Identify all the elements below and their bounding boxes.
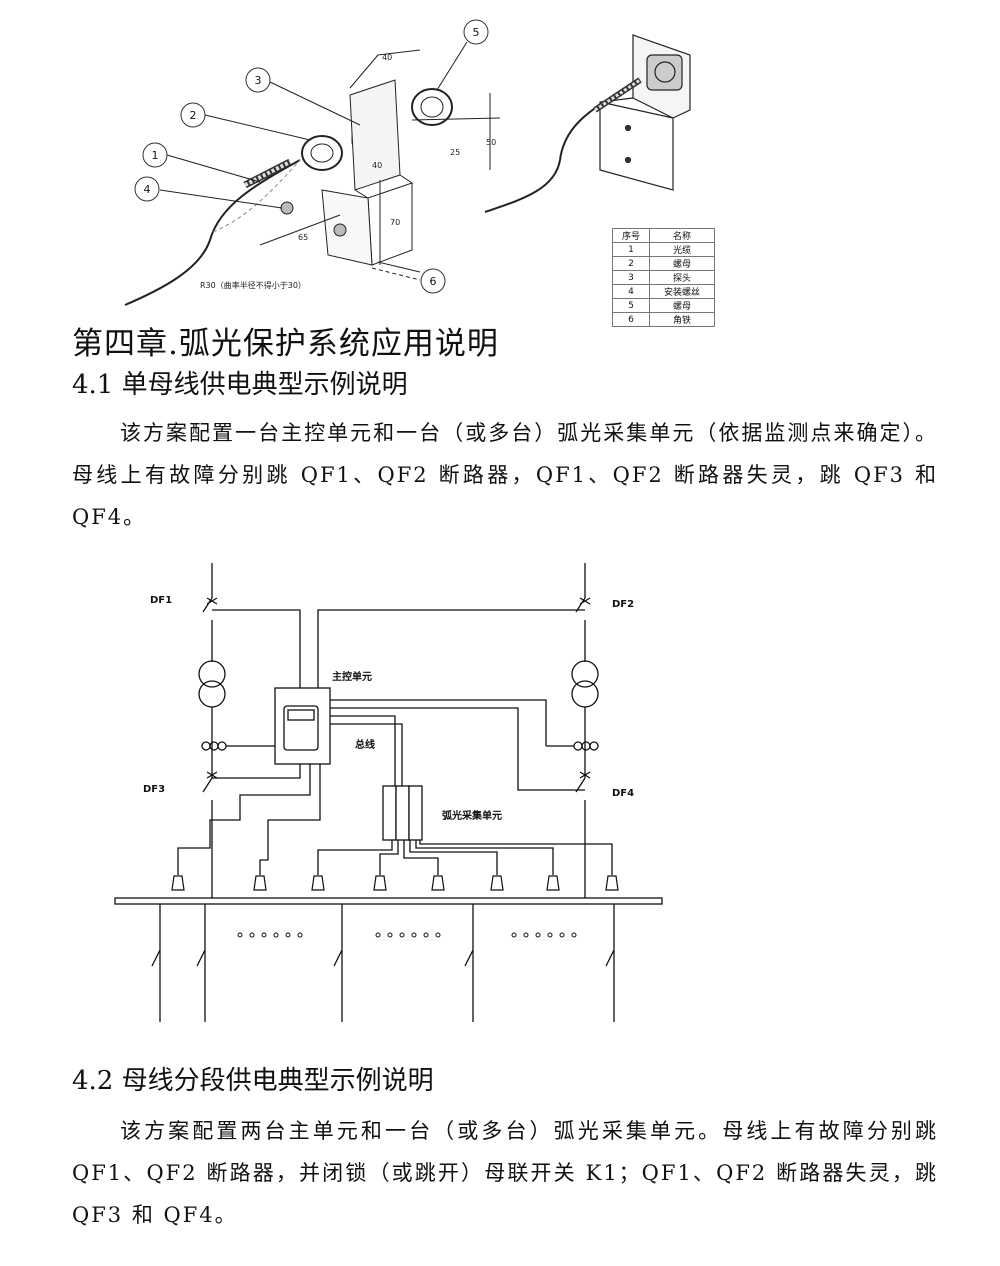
callout-6: 6	[430, 275, 437, 288]
angle-bracket-6	[349, 79, 401, 191]
section-4-1-paragraph: 该方案配置一台主控单元和一台（或多台）弧光采集单元（依据监测点来确定）。母线上有…	[72, 421, 938, 529]
single-bus-diagram: DF1 DF2 DF3 DF4 主控单元 总线 弧光采集单元	[114, 563, 663, 1022]
callout-3: 3	[255, 74, 262, 87]
label-df3: DF3	[143, 784, 165, 795]
label-df1: DF1	[150, 595, 172, 606]
dim-70: 70	[390, 218, 400, 227]
dim-25: 25	[450, 148, 460, 157]
dim-40-mid: 40	[372, 161, 382, 170]
label-bus: 总线	[355, 738, 375, 751]
screw-4	[280, 201, 294, 215]
nut-2	[301, 135, 343, 171]
section-4-2-title: 4.2 母线分段供电典型示例说明	[72, 1066, 434, 1096]
nut-5	[411, 88, 453, 126]
callout-4: 4	[144, 183, 151, 196]
dim-65: 65	[298, 233, 308, 242]
section-4-1-title: 4.1 单母线供电典型示例说明	[72, 370, 408, 400]
label-collector: 弧光采集单元	[442, 809, 502, 822]
header-no: 序号	[612, 228, 650, 243]
callout-1: 1	[152, 149, 159, 162]
section-4-2-paragraph: 该方案配置两台主单元和一台（或多台）弧光采集单元。母线上有故障分别跳 QF1、Q…	[72, 1119, 938, 1227]
header-name: 名称	[649, 228, 715, 243]
fiber-cable	[124, 159, 301, 306]
dim-40-top: 40	[382, 53, 392, 62]
label-main-unit: 主控单元	[332, 670, 372, 683]
sensor-assembly-drawing: 1 2 3 4 5 6 40 40 25 50 70 65 R30（曲率半径不得…	[124, 19, 501, 306]
parts-table-header: 序号 名称	[612, 228, 715, 243]
chapter-title: 第四章.弧光保护系统应用说明	[72, 326, 499, 362]
dim-50: 50	[486, 138, 496, 147]
installed-sensor-view	[484, 34, 691, 213]
callout-5: 5	[473, 26, 480, 39]
label-df4: DF4	[612, 788, 634, 799]
callout-2: 2	[190, 109, 197, 122]
label-df2: DF2	[612, 599, 634, 610]
bend-radius-note: R30（曲率半径不得小于30）	[200, 280, 306, 290]
